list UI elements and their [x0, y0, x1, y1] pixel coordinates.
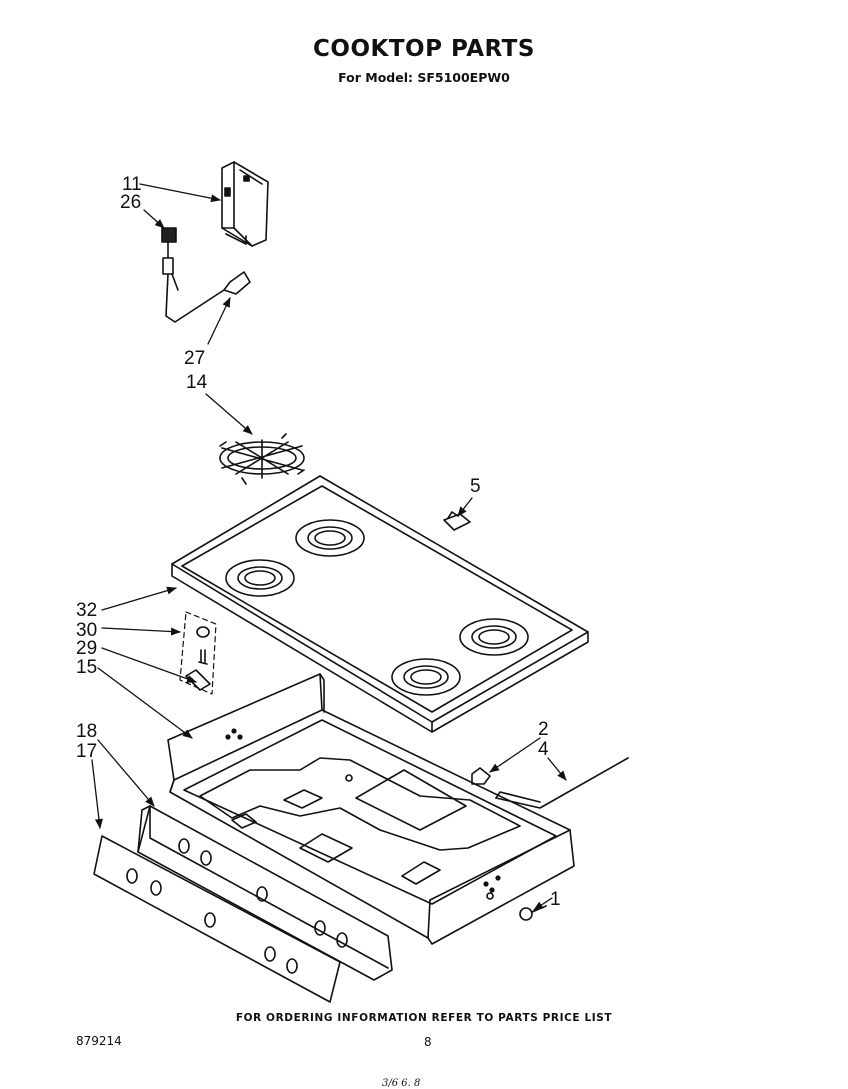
page-number: 8: [424, 1035, 432, 1049]
mounting-hardware-part: [179, 611, 217, 695]
callout-5: 5: [470, 476, 481, 497]
burner-grate-part: [219, 433, 305, 485]
callout-14: 14: [186, 372, 208, 393]
callout-32: 32: [76, 600, 97, 621]
page-title: COOKTOP PARTS: [313, 36, 535, 62]
junction-box-part: [221, 161, 269, 247]
callout-11: 11: [122, 174, 142, 195]
callout-4: 4: [538, 739, 549, 760]
callout-18: 18: [76, 721, 97, 742]
control-panel-part: [137, 805, 393, 981]
power-cord-part: [161, 227, 251, 323]
callout-15: 15: [76, 657, 97, 678]
callout-1: 1: [550, 889, 561, 910]
cooktop-surface-part: [171, 475, 589, 733]
screw-part: [519, 905, 547, 921]
gas-tube-part: [471, 757, 629, 809]
callout-27: 27: [184, 348, 205, 369]
callout-29: 29: [76, 638, 97, 659]
callout-17: 17: [76, 741, 97, 762]
retainer-clip-part: [443, 511, 471, 531]
model-subtitle: For Model: SF5100EPW0: [338, 70, 510, 85]
ordering-note: FOR ORDERING INFORMATION REFER TO PARTS …: [235, 1012, 613, 1024]
panel-trim-part: [93, 835, 341, 1003]
leader-lines: [91, 183, 567, 911]
burner-box-part: [167, 673, 575, 945]
document-number: 879214: [76, 1034, 122, 1048]
callout-30: 30: [76, 620, 97, 641]
callout-26: 26: [120, 192, 141, 213]
callout-2: 2: [538, 719, 549, 740]
bottom-mark: 3/6 6. 8: [382, 1078, 421, 1089]
